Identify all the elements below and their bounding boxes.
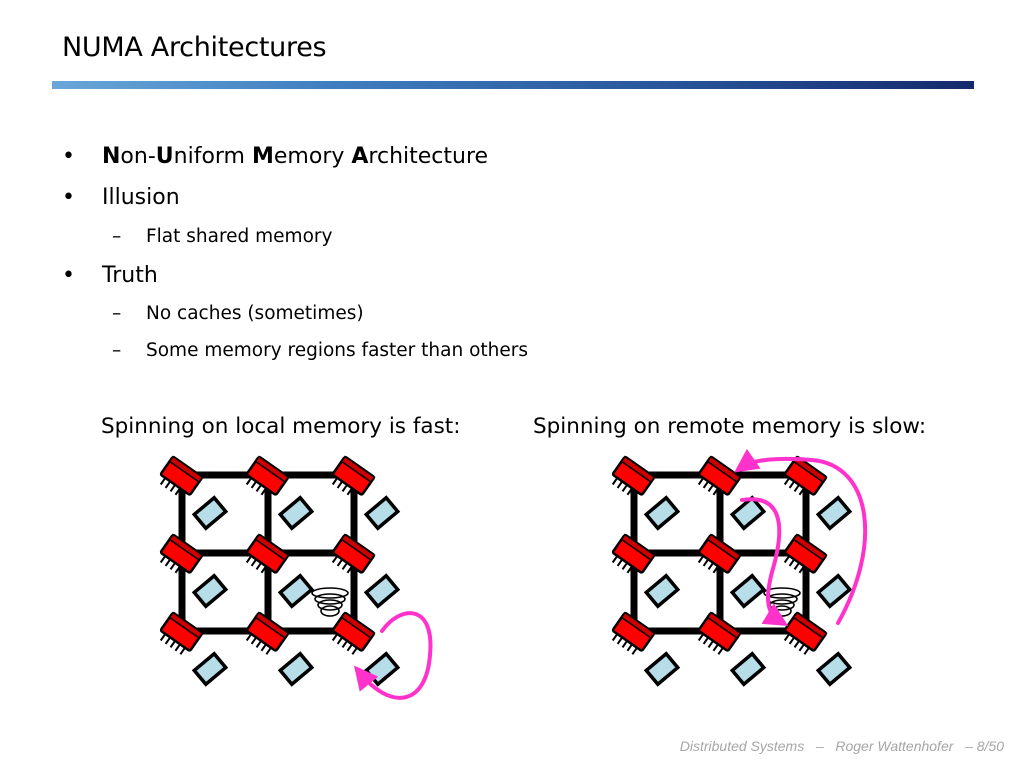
spinning-coil-icon — [311, 587, 349, 617]
memory-module-icon — [815, 495, 853, 531]
memory-module-icon — [191, 651, 229, 687]
cpu-chip-icon — [159, 611, 204, 655]
bullet-marker: • — [62, 185, 75, 210]
sub-bullet-marker: – — [112, 303, 122, 324]
memory-module-icon — [363, 495, 401, 531]
coil-loop — [772, 605, 792, 617]
memory-module-icon — [729, 495, 767, 531]
cpu-chip-icon — [783, 533, 828, 577]
numa-grid-local-diagram — [159, 455, 433, 700]
footer-page-number: 8/50 — [976, 738, 1004, 754]
cpu-chip-icon — [611, 611, 656, 655]
footer-separator: – — [815, 738, 824, 754]
bullet-marker: • — [62, 144, 75, 169]
memory-module-icon — [643, 651, 681, 687]
access-arrow — [740, 497, 789, 626]
bold-run: U — [155, 144, 174, 169]
sub-bullet-marker: – — [112, 226, 122, 247]
cpu-chip-icon — [697, 455, 742, 499]
bold-run: M — [251, 144, 274, 169]
cpu-chip-icon — [331, 611, 376, 655]
sub-bullet-text: Flat shared memory — [146, 226, 333, 247]
cpu-chip-icon — [611, 533, 656, 577]
memory-module-icon — [643, 495, 681, 531]
footer-separator: – — [965, 738, 973, 754]
access-arrows — [353, 611, 433, 700]
bullet-text: Truth — [102, 263, 158, 288]
cpu-chip-icon — [245, 533, 290, 577]
access-arrow — [734, 448, 868, 625]
memory-module-icon — [729, 573, 767, 609]
processor-chips — [159, 455, 376, 655]
processor-chips — [611, 455, 828, 655]
access-arrows — [734, 448, 868, 626]
slide-title: NUMA Architectures — [62, 32, 327, 63]
cpu-chip-icon — [245, 455, 290, 499]
memory-module-icon — [643, 573, 681, 609]
numa-grid-remote-diagram — [611, 448, 868, 687]
cpu-chip-icon — [159, 533, 204, 577]
footer-course: Distributed Systems — [679, 738, 805, 754]
caption-local-memory: Spinning on local memory is fast: — [101, 414, 461, 439]
cpu-chip-icon — [331, 533, 376, 577]
memory-module-icon — [277, 495, 315, 531]
memory-module-icon — [729, 651, 767, 687]
cpu-chip-icon — [159, 455, 204, 499]
text-run: emory — [273, 144, 352, 169]
sub-bullet-marker: – — [112, 340, 122, 361]
memory-module-icon — [191, 573, 229, 609]
memory-module-icon — [277, 651, 315, 687]
sub-bullet-text: No caches (sometimes) — [146, 303, 364, 324]
memory-module-icon — [191, 495, 229, 531]
memory-module-icon — [815, 573, 853, 609]
coil-loop — [311, 587, 349, 599]
coil-loop — [320, 605, 340, 617]
cpu-chip-icon — [331, 455, 376, 499]
text-run: on- — [120, 144, 156, 169]
access-arrow — [353, 611, 433, 700]
memory-module-icon — [277, 573, 315, 609]
memory-modules — [643, 495, 853, 687]
cpu-chip-icon — [697, 533, 742, 577]
memory-module-icon — [815, 651, 853, 687]
coil-loop — [763, 587, 801, 599]
cpu-chip-icon — [783, 455, 828, 499]
bullet-text: Illusion — [102, 185, 180, 210]
bold-run: A — [351, 144, 369, 169]
cpu-chip-icon — [697, 611, 742, 655]
cpu-chip-icon — [783, 611, 828, 655]
slide-footer: Distributed Systems – Roger Wattenhofer … — [680, 738, 1004, 754]
memory-modules — [191, 495, 401, 687]
title-divider-bar — [52, 81, 974, 89]
sub-bullet-text: Some memory regions faster than others — [146, 340, 529, 361]
bullet-marker: • — [62, 263, 75, 288]
footer-author: Roger Wattenhofer — [835, 738, 954, 754]
coil-loop — [317, 599, 343, 611]
memory-module-icon — [363, 573, 401, 609]
bullet-text: Non-Uniform Memory Architecture — [102, 144, 488, 169]
cpu-chip-icon — [611, 455, 656, 499]
bold-run: N — [102, 144, 121, 169]
cpu-chip-icon — [245, 611, 290, 655]
caption-remote-memory: Spinning on remote memory is slow: — [533, 414, 927, 439]
text-run: rchitecture — [368, 144, 489, 169]
text-run: niform — [173, 144, 252, 169]
coil-loop — [314, 593, 346, 605]
memory-module-icon — [363, 651, 401, 687]
